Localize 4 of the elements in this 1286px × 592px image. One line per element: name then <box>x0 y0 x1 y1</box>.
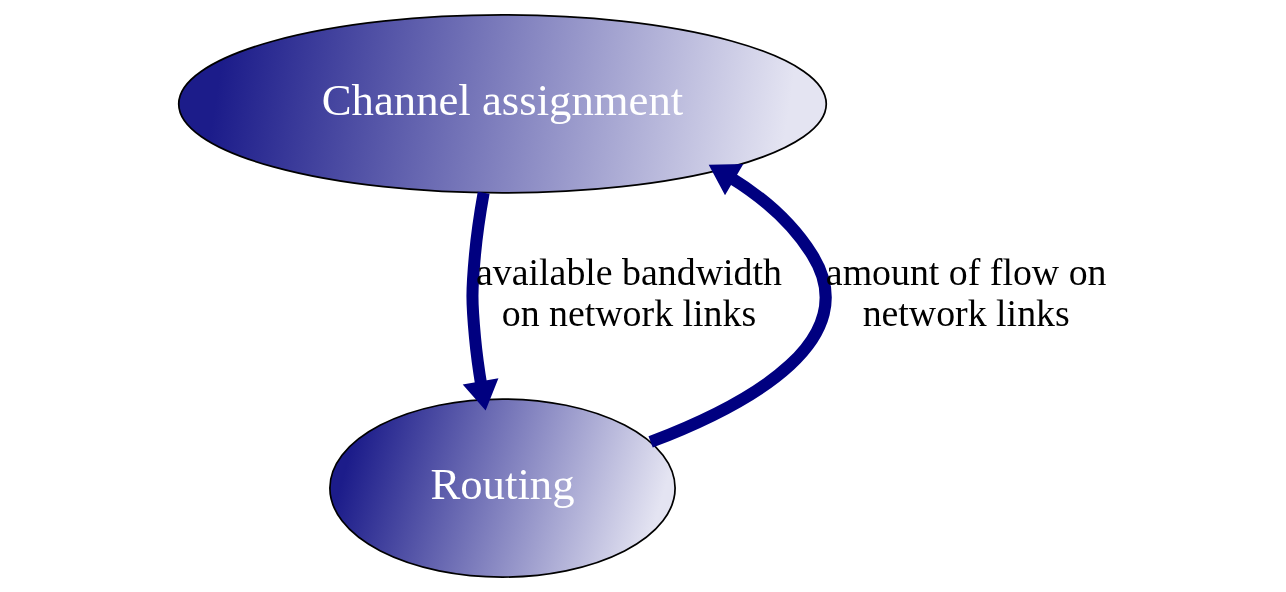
node-ellipse: Routing <box>328 398 676 578</box>
edge-label: amount of flow on network links <box>825 250 1106 335</box>
arrow <box>647 163 831 448</box>
arrow <box>462 191 498 411</box>
